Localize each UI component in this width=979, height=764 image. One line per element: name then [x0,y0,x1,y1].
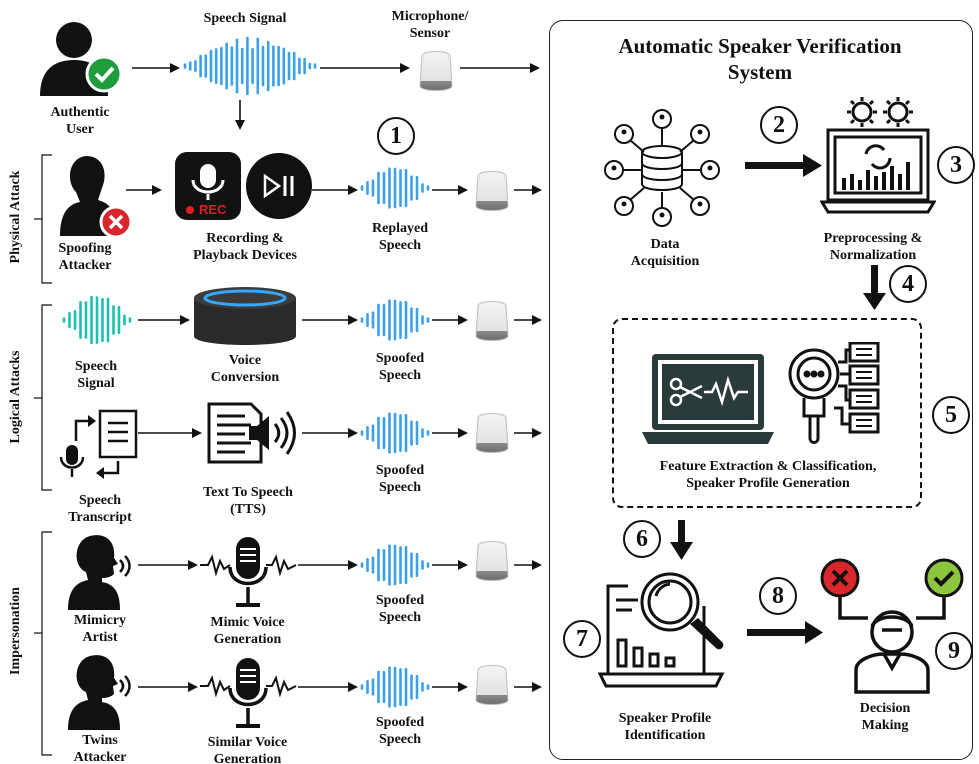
authentic-user-label: Authentic User [50,105,110,137]
speech-transcript-icon [59,409,138,479]
waveforms [62,36,430,708]
recording-device-icon: REC [175,152,241,220]
classification-magnifier-icon [788,342,880,444]
step-4-badge: 4 [889,265,927,303]
logical-attacks-label: Logical Attacks [8,350,23,444]
smart-speaker-icon [474,298,510,347]
step-7-badge: 7 [563,620,601,658]
data-acquisition-label: Data Acquisition [630,237,700,269]
asv-system-panel [549,20,973,760]
speech-signal-label: Speech Signal [75,359,117,391]
spoofed-speech-label: Spoofed Speech [375,463,425,495]
replayed-speech-label: Replayed Speech [372,221,428,253]
speaker-identification-label: Speaker Profile Identification [618,711,712,743]
step-3-badge: 3 [937,146,975,184]
tts-label: Text To Speech (TTS) [203,485,293,517]
impersonation-label: Impersonation [8,587,23,675]
tts-icon [207,402,296,464]
smart-speaker-icon [474,168,510,217]
step-1-badge: 1 [377,117,415,155]
step-2-badge: 2 [760,106,798,144]
smart-speaker-icon [418,48,454,97]
flow-arrows [126,63,542,692]
twins-attacker-label: Twins Attacker [73,733,127,764]
twins-attacker-icon [68,655,131,730]
feature-extraction-laptop-icon [642,354,774,444]
speech-signal-top-label: Speech Signal [203,11,287,26]
mimicry-artist-icon [68,535,131,610]
voice-conversion-label: Voice Conversion [210,353,280,385]
spoofed-speech-label: Spoofed Speech [375,715,425,747]
step-6-badge: 6 [623,520,661,558]
authentic-user-icon [40,22,123,96]
group-brackets [34,154,52,756]
speech-transcript-label: Speech Transcript [68,493,132,525]
rec-text: REC [199,202,227,217]
similar-voice-label: Similar Voice Generation [207,735,288,764]
voice-conversion-speaker-icon [194,287,296,345]
step-9-badge: 9 [935,632,973,670]
mimic-voice-label: Mimic Voice Generation [210,615,285,647]
spoofed-speech-label: Spoofed Speech [375,593,425,625]
mimicry-artist-label: Mimicry Artist [73,613,127,645]
microphone-sensor-label: Microphone/ Sensor [391,9,469,41]
similar-voice-mic-icon [200,658,297,728]
spoofing-attacker-icon [60,156,133,238]
mimic-voice-mic-icon [200,537,297,607]
smart-speaker-icon [474,538,510,587]
step-8-badge: 8 [759,577,797,615]
spoofed-speech-label: Spoofed Speech [375,351,425,383]
feature-extraction-panel [612,318,922,508]
decision-making-label: Decision Making [859,701,911,733]
smart-speaker-icon [474,410,510,459]
spoofing-attacker-label: Spoofing Attacker [58,241,112,273]
data-acquisition-icon [604,109,720,227]
speaker-identification-icon [598,572,725,688]
asv-arrows [670,154,886,644]
step-5-badge: 5 [932,396,970,434]
preprocessing-laptop-icon [820,97,936,214]
preprocessing-label: Preprocessing & Normalization [823,231,923,263]
asv-title: Automatic Speaker Verification System [618,34,902,84]
smart-speaker-icon [474,662,510,711]
decision-making-icon [820,558,964,694]
feature-extraction-label: Feature Extraction & Classification, Spe… [659,459,877,491]
recording-playback-label: Recording & Playback Devices [193,231,297,263]
playback-device-icon [246,153,312,219]
physical-attack-label: Physical Attack [8,170,23,264]
